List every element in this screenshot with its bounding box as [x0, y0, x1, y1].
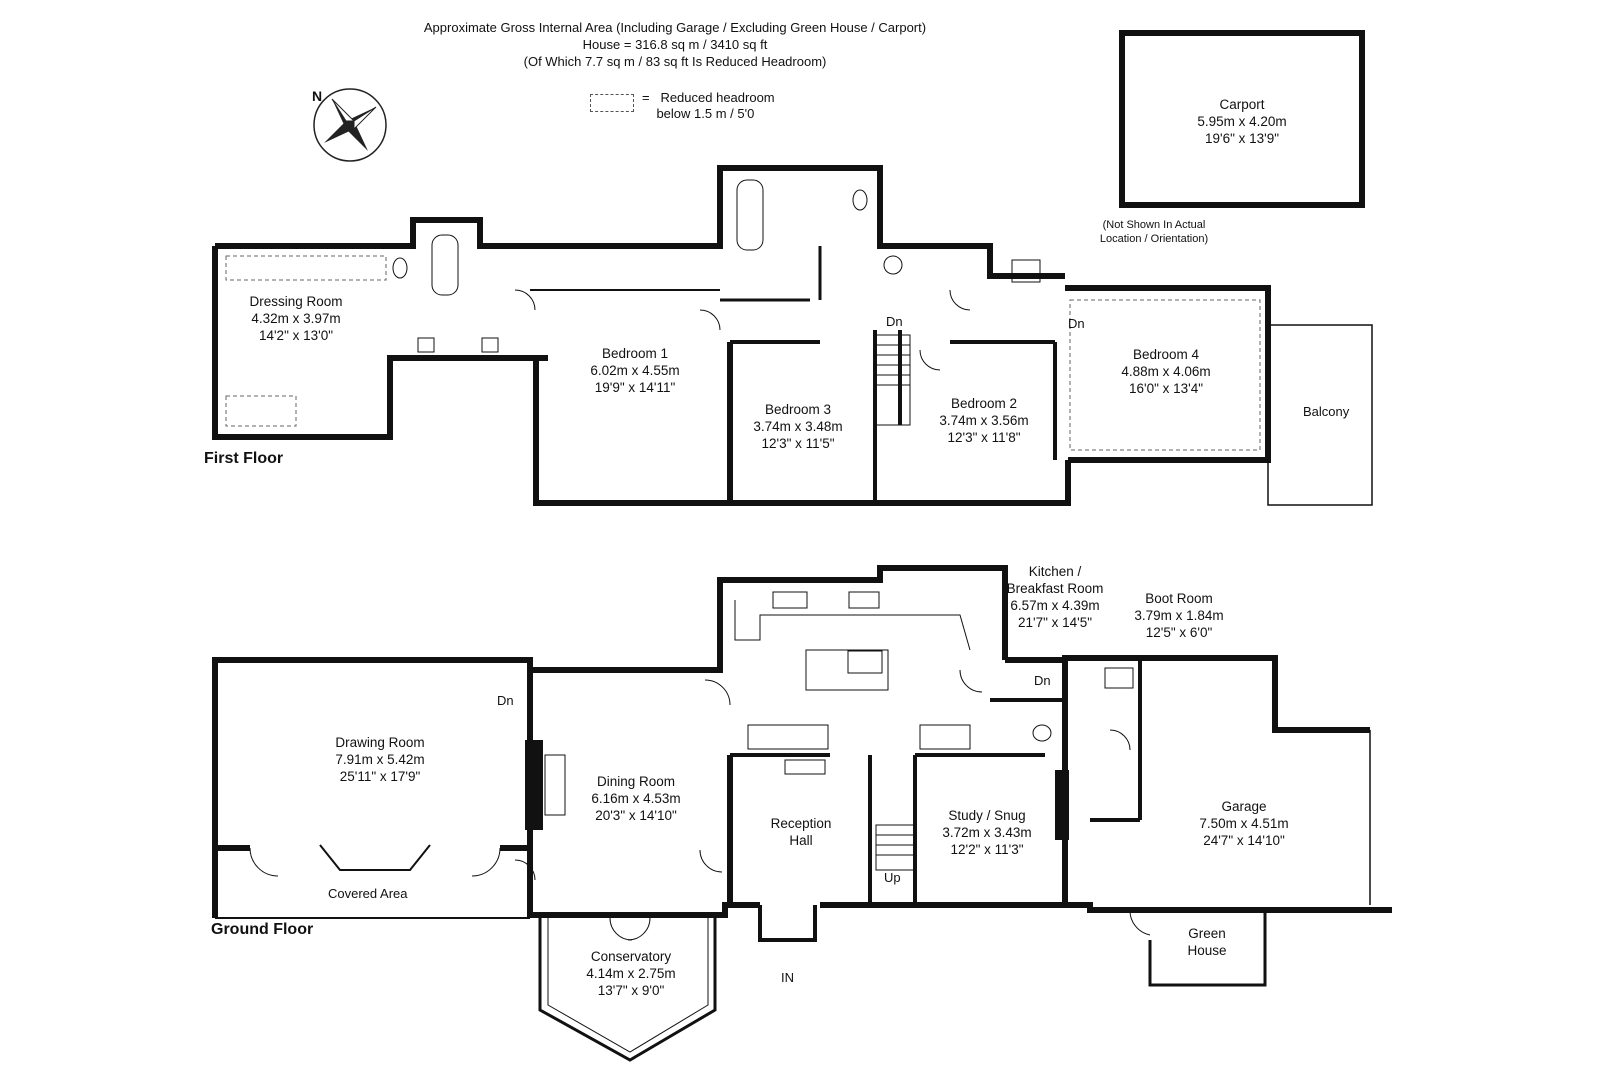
- room-metric: 3.74m x 3.48m: [753, 419, 843, 434]
- room-name: Reception: [770, 816, 832, 831]
- room-name: Conservatory: [590, 949, 672, 964]
- room-metric: 3.74m x 3.56m: [939, 413, 1029, 428]
- bathroom-fixtures: [392, 179, 1041, 353]
- room-dining-room: Dining Room 6.16m x 4.53m 20'3" x 14'10": [591, 773, 680, 824]
- legend-symbol: =: [642, 90, 650, 105]
- room-name: Garage: [1221, 799, 1267, 814]
- entrance-porch: [758, 905, 817, 942]
- room-metric: 6.57m x 4.39m: [1010, 598, 1100, 613]
- room-name: Bedroom 2: [950, 396, 1018, 411]
- room-metric: 4.14m x 2.75m: [586, 966, 676, 981]
- room-name-line2: Breakfast Room: [1006, 581, 1104, 596]
- carport-note-line2: Location / Orientation): [1099, 233, 1209, 245]
- room-imperial: 19'9" x 14'11": [594, 380, 676, 395]
- carport-outline: [1119, 30, 1365, 208]
- room-study-snug: Study / Snug 3.72m x 3.43m 12'2" x 11'3": [942, 807, 1031, 858]
- ground-floor-walls: [212, 565, 1392, 918]
- room-imperial: 12'2" x 11'3": [950, 842, 1024, 857]
- area-summary-line3: (Of Which 7.7 sq m / 83 sq ft Is Reduced…: [523, 54, 827, 69]
- room-name: Dressing Room: [249, 294, 343, 309]
- compass-rose-icon: [313, 88, 387, 162]
- room-name: Bedroom 1: [601, 346, 669, 361]
- room-name: Bedroom 4: [1132, 347, 1200, 362]
- balcony-label: Balcony: [1303, 404, 1350, 419]
- room-metric: 7.91m x 5.42m: [335, 752, 425, 767]
- room-imperial: 13'7" x 9'0": [597, 983, 665, 998]
- area-summary-line2: House = 316.8 sq m / 3410 sq ft: [582, 37, 768, 52]
- legend-line1: Reduced headroom: [660, 90, 775, 105]
- room-dressing-room: Dressing Room 4.32m x 3.97m 14'2" x 13'0…: [249, 293, 342, 344]
- room-name: Drawing Room: [335, 735, 425, 750]
- room-green-house: Green House: [1187, 925, 1226, 959]
- boot-room-dn-label: Dn: [1034, 673, 1051, 688]
- door-swings: [249, 289, 1151, 941]
- ground-floor-stairs: [875, 824, 917, 871]
- room-metric: 3.72m x 3.43m: [942, 825, 1032, 840]
- reduced-headroom-areas: [225, 255, 1261, 451]
- room-drawing-room: Drawing Room 7.91m x 5.42m 25'11" x 17'9…: [335, 734, 424, 785]
- room-metric: 6.16m x 4.53m: [591, 791, 681, 806]
- green-house-outline: [1148, 912, 1267, 987]
- fireplace-inserts: [544, 754, 826, 816]
- first-floor-stairs: [874, 334, 911, 426]
- room-name: Green: [1188, 926, 1226, 941]
- room-boot-room: Boot Room 3.79m x 1.84m 12'5" x 6'0": [1134, 590, 1223, 641]
- balcony-outline: [1267, 324, 1373, 506]
- room-imperial: 12'5" x 6'0": [1145, 625, 1213, 640]
- room-imperial: 24'7" x 14'10": [1203, 833, 1285, 848]
- room-name-line2: House: [1187, 943, 1227, 958]
- room-bedroom-2: Bedroom 2 3.74m x 3.56m 12'3" x 11'8": [939, 395, 1028, 446]
- room-reception-hall: Reception Hall: [771, 815, 832, 849]
- carport-note: (Not Shown In Actual Location / Orientat…: [1100, 218, 1208, 246]
- room-metric: 6.02m x 4.55m: [590, 363, 680, 378]
- carport-note-line1: (Not Shown In Actual: [1102, 219, 1206, 231]
- room-conservatory: Conservatory 4.14m x 2.75m 13'7" x 9'0": [586, 948, 675, 999]
- room-name: Kitchen /: [1028, 564, 1082, 579]
- legend-line2: below 1.5 m / 5'0: [656, 106, 755, 121]
- room-imperial: 16'0" x 13'4": [1128, 381, 1204, 396]
- room-kitchen-breakfast: Kitchen / Breakfast Room 6.57m x 4.39m 2…: [1007, 563, 1104, 631]
- first-floor-dn-label-2: Dn: [1068, 316, 1085, 331]
- first-floor-title: First Floor: [204, 450, 284, 467]
- room-name: Bedroom 3: [764, 402, 832, 417]
- legend-text: = Reduced headroom below 1.5 m / 5'0: [642, 90, 775, 122]
- carport-name: Carport: [1219, 97, 1265, 112]
- covered-area-label: Covered Area: [328, 886, 408, 901]
- compass-north-label: N: [312, 88, 323, 104]
- entrance-label: IN: [781, 970, 794, 985]
- room-bedroom-1: Bedroom 1 6.02m x 4.55m 19'9" x 14'11": [590, 345, 679, 396]
- room-garage: Garage 7.50m x 4.51m 24'7" x 14'10": [1199, 798, 1288, 849]
- fireplaces: [525, 740, 1069, 840]
- room-metric: 4.32m x 3.97m: [251, 311, 341, 326]
- room-name: Study / Snug: [948, 808, 1026, 823]
- room-imperial: 25'11" x 17'9": [339, 769, 421, 784]
- first-floor-walls: [212, 165, 1271, 506]
- conservatory-outline: [538, 918, 717, 1062]
- room-name: Boot Room: [1145, 591, 1213, 606]
- kitchen-fittings: [734, 591, 1134, 750]
- room-imperial: 12'3" x 11'5": [761, 436, 835, 451]
- covered-area-outline: [215, 844, 530, 919]
- room-metric: 4.88m x 4.06m: [1121, 364, 1211, 379]
- room-metric: 3.79m x 1.84m: [1134, 608, 1224, 623]
- area-summary-line1: Approximate Gross Internal Area (Includi…: [423, 20, 927, 35]
- carport-imperial: 19'6" x 13'9": [1204, 131, 1280, 146]
- room-bedroom-4: Bedroom 4 4.88m x 4.06m 16'0" x 13'4": [1121, 346, 1210, 397]
- room-bedroom-3: Bedroom 3 3.74m x 3.48m 12'3" x 11'5": [753, 401, 842, 452]
- room-imperial: 14'2" x 13'0": [258, 328, 334, 343]
- drawing-room-dn-label: Dn: [497, 693, 514, 708]
- room-name-line2: Hall: [789, 833, 813, 848]
- dashed-box-icon: [590, 94, 634, 112]
- stairs-up-label: Up: [884, 870, 901, 885]
- ground-floor-title: Ground Floor: [211, 921, 314, 938]
- room-imperial: 21'7" x 14'5": [1017, 615, 1093, 630]
- carport-label: Carport 5.95m x 4.20m 19'6" x 13'9": [1197, 96, 1286, 147]
- room-name: Dining Room: [596, 774, 676, 789]
- room-metric: 7.50m x 4.51m: [1199, 816, 1289, 831]
- room-imperial: 20'3" x 14'10": [595, 808, 677, 823]
- carport-metric: 5.95m x 4.20m: [1197, 114, 1287, 129]
- first-floor-dn-label: Dn: [886, 314, 903, 329]
- room-imperial: 12'3" x 11'8": [947, 430, 1021, 445]
